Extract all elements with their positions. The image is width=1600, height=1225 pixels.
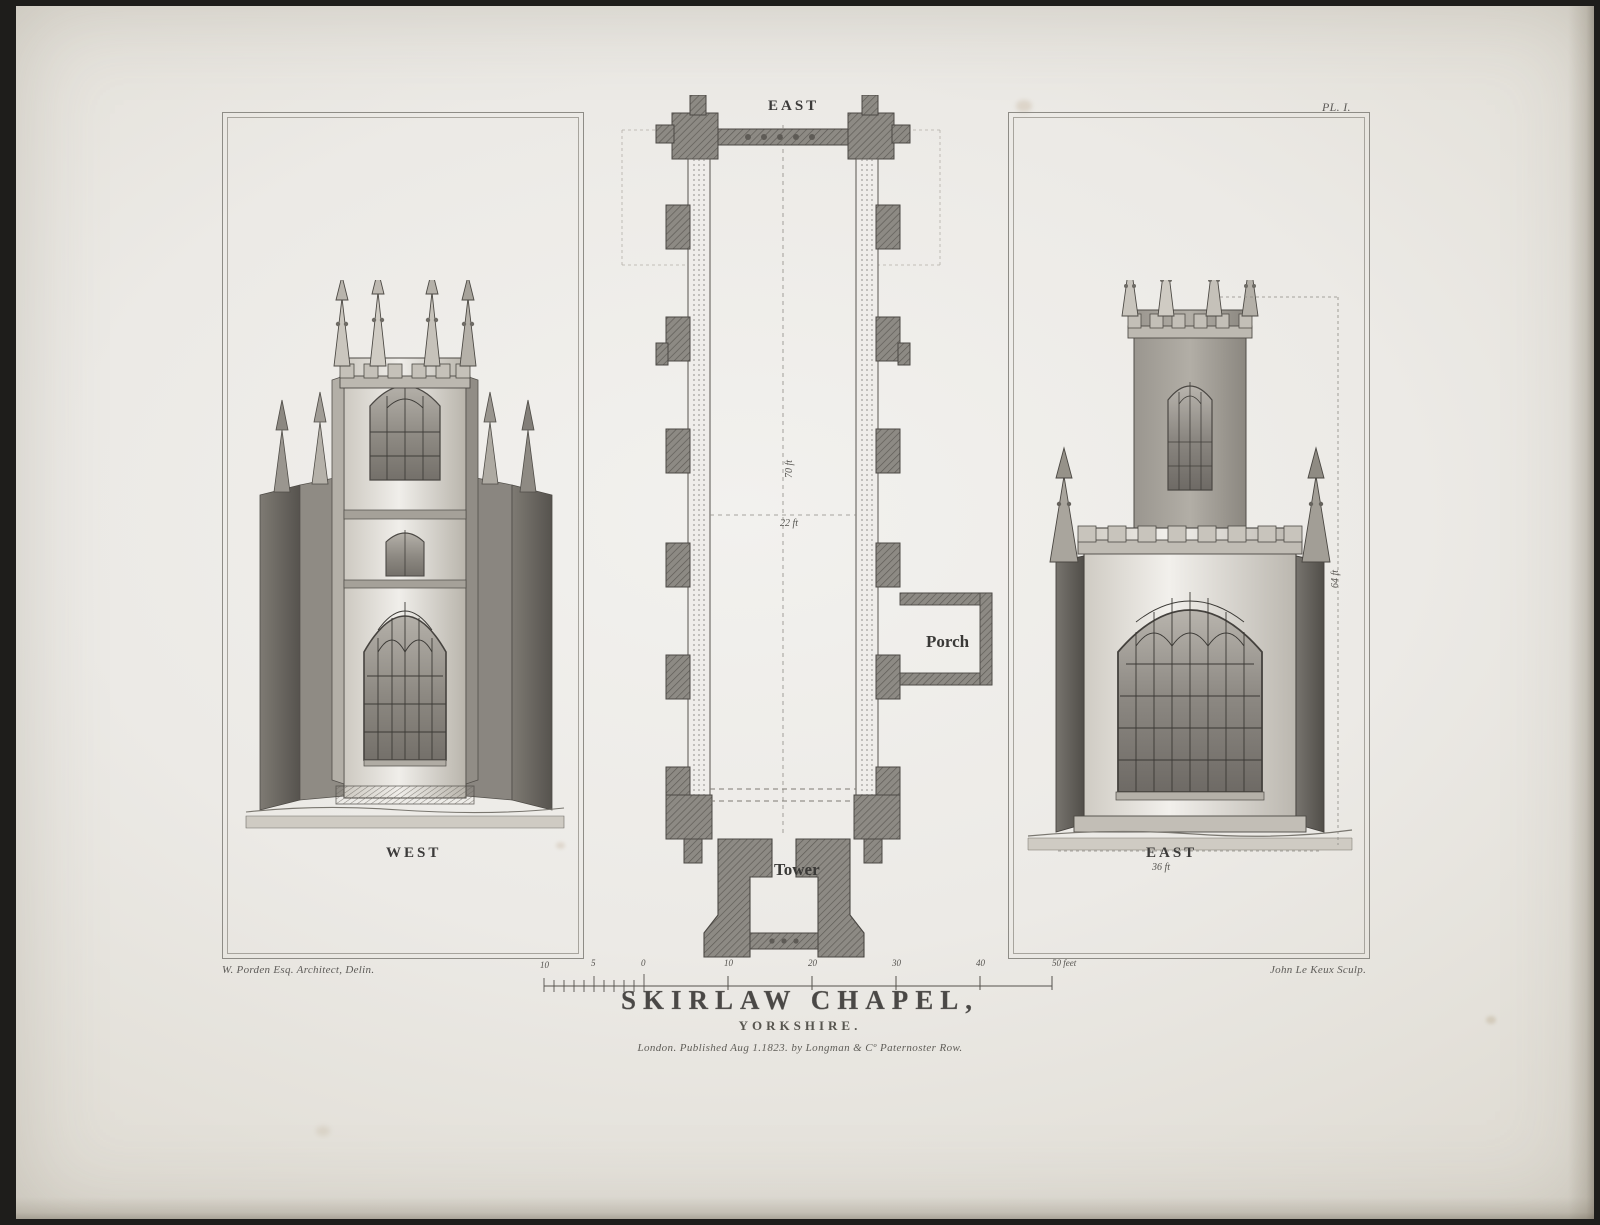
east-elevation-height-dimension: 64 ft — [1330, 569, 1341, 588]
engraver-credit: John Le Keux Sculp. — [1270, 964, 1367, 976]
scale-tick-label: 0 — [641, 958, 646, 968]
west-elevation-frame-inner — [227, 117, 579, 954]
west-elevation-frame — [222, 112, 584, 959]
plan-length-dimension: 70 ft — [784, 459, 795, 478]
draughtsman-credit: W. Porden Esq. Architect, Delin. — [222, 964, 375, 976]
foxing-spot — [1016, 100, 1032, 112]
paper-edge-shading-bottom — [16, 1197, 1594, 1219]
east-elevation-frame — [1008, 112, 1370, 959]
scale-tick-label: 10 — [724, 958, 733, 968]
paper-edge-shading-right — [1568, 6, 1594, 1219]
plan-east-label: EAST — [768, 98, 820, 114]
plan-tower-label: Tower — [774, 860, 820, 879]
west-elevation-caption: WEST — [386, 845, 442, 861]
east-elevation-drawing — [1027, 280, 1353, 851]
plate-number: PL. I. — [1322, 100, 1351, 114]
scale-tick-label: 40 — [976, 958, 985, 968]
scale-tick-label: 20 — [808, 958, 817, 968]
ground-plan-drawing — [621, 95, 993, 958]
west-elevation-drawing — [245, 280, 565, 829]
scale-unit-label: 50 feet — [1052, 958, 1077, 968]
plan-width-dimension: 22 ft — [780, 518, 799, 529]
scale-tick-label: 5 — [591, 958, 596, 968]
east-elevation-dimension-lines — [1058, 296, 1339, 852]
foxing-spot — [316, 1126, 330, 1136]
east-elevation-frame-inner — [1013, 117, 1365, 954]
plate-title: SKIRLAW CHAPEL, — [620, 985, 980, 1015]
east-elevation-width-dimension: 36 ft — [1152, 862, 1171, 873]
plate-subtitle: YORKSHIRE. — [738, 1018, 862, 1033]
east-elevation-caption: EAST — [1146, 845, 1198, 861]
publication-imprint: London. Published Aug 1.1823. by Longman… — [637, 1042, 963, 1054]
plan-porch-label: Porch — [926, 632, 970, 651]
scale-bar — [543, 974, 1053, 992]
scale-tick-label: 30 — [892, 958, 901, 968]
scale-tick-label: 10 — [540, 960, 549, 970]
